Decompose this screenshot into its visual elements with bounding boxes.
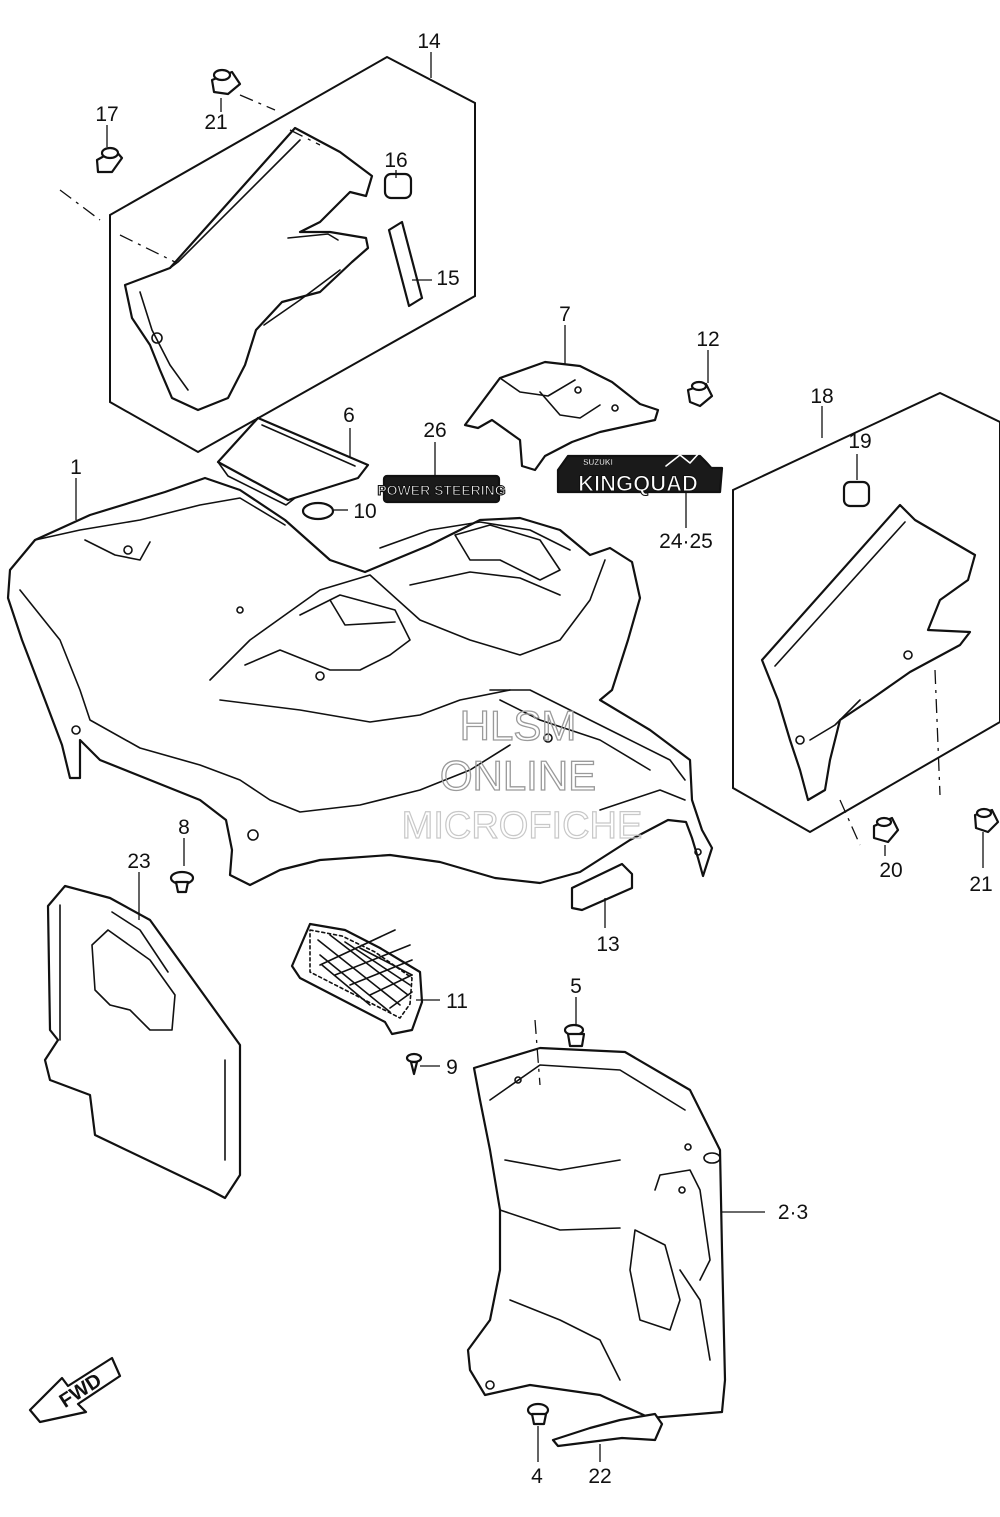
power-steering-decal[interactable]: POWER STEERING <box>377 474 506 504</box>
grommet-10[interactable] <box>301 501 335 521</box>
callout-15: 15 <box>436 267 459 290</box>
leader-lines <box>75 52 984 1462</box>
suzuki-small-text: SUZUKI <box>583 458 613 467</box>
pad-13[interactable] <box>570 862 634 912</box>
callout-20: 20 <box>879 859 902 882</box>
callout-4: 4 <box>531 1465 543 1488</box>
callout-22: 22 <box>588 1465 611 1488</box>
callout-24-25: 24·25 <box>659 530 713 553</box>
pad-15[interactable] <box>387 220 424 308</box>
callout-6: 6 <box>343 404 355 427</box>
callout-11: 11 <box>446 990 468 1013</box>
grille-11[interactable] <box>290 922 424 1036</box>
kingquad-decal[interactable]: KINGQUAD SUZUKI <box>556 451 724 497</box>
callout-23: 23 <box>127 850 150 873</box>
callout-10: 10 <box>353 500 376 523</box>
callout-16: 16 <box>384 149 407 172</box>
callout-9: 9 <box>446 1056 458 1079</box>
callout-8: 8 <box>178 816 190 839</box>
callout-19: 19 <box>848 430 871 453</box>
callout-2-3: 2·3 <box>778 1201 808 1224</box>
assembly-box-14 <box>59 55 476 454</box>
bolt-5[interactable] <box>563 1023 586 1048</box>
callout-13: 13 <box>596 933 619 956</box>
power-steering-text: POWER STEERING <box>377 482 505 498</box>
callout-12: 12 <box>696 328 719 351</box>
screw-9[interactable] <box>405 1052 423 1076</box>
cover-7[interactable] <box>463 360 660 472</box>
callout-17: 17 <box>95 103 118 126</box>
pad-22[interactable] <box>551 1412 664 1448</box>
callout-18: 18 <box>810 385 833 408</box>
callout-5: 5 <box>570 975 582 998</box>
heat-shield-23[interactable] <box>43 884 242 1200</box>
clip-21-right[interactable] <box>973 807 1000 834</box>
grommet-16[interactable] <box>383 172 413 200</box>
clip-21-top[interactable] <box>210 68 242 96</box>
callout-14: 14 <box>417 30 441 53</box>
watermark-line-3: MICROFICHE <box>402 805 643 847</box>
clip-12[interactable] <box>686 380 714 408</box>
fwd-badge: FWD <box>28 1356 122 1424</box>
clip-17[interactable] <box>95 146 124 174</box>
bolt-8[interactable] <box>169 870 195 894</box>
clip-20[interactable] <box>872 816 900 844</box>
callout-numbers: 14 17 21 16 15 7 12 6 26 10 1 24·25 18 1… <box>70 30 993 1488</box>
callout-7: 7 <box>559 303 571 326</box>
watermark-line-2: ONLINE <box>440 752 596 799</box>
front-fender-1[interactable] <box>6 476 714 887</box>
callout-21-top: 21 <box>204 111 227 134</box>
watermark-line-1: HLSM <box>460 702 577 749</box>
assembly-box-18 <box>732 391 1000 846</box>
inner-panel-left[interactable] <box>123 126 374 412</box>
kingquad-text: KINGQUAD <box>578 471 698 496</box>
watermark: HLSM ONLINE MICROFICHE <box>401 701 643 847</box>
grommet-19[interactable] <box>842 480 871 508</box>
callout-26: 26 <box>423 419 446 442</box>
callout-1: 1 <box>70 456 82 479</box>
bolt-4[interactable] <box>526 1402 550 1426</box>
mud-guard-2-3[interactable] <box>466 1019 727 1420</box>
inner-panel-right[interactable] <box>760 503 977 802</box>
lid-6[interactable] <box>216 416 370 506</box>
callout-21-right: 21 <box>969 873 992 896</box>
